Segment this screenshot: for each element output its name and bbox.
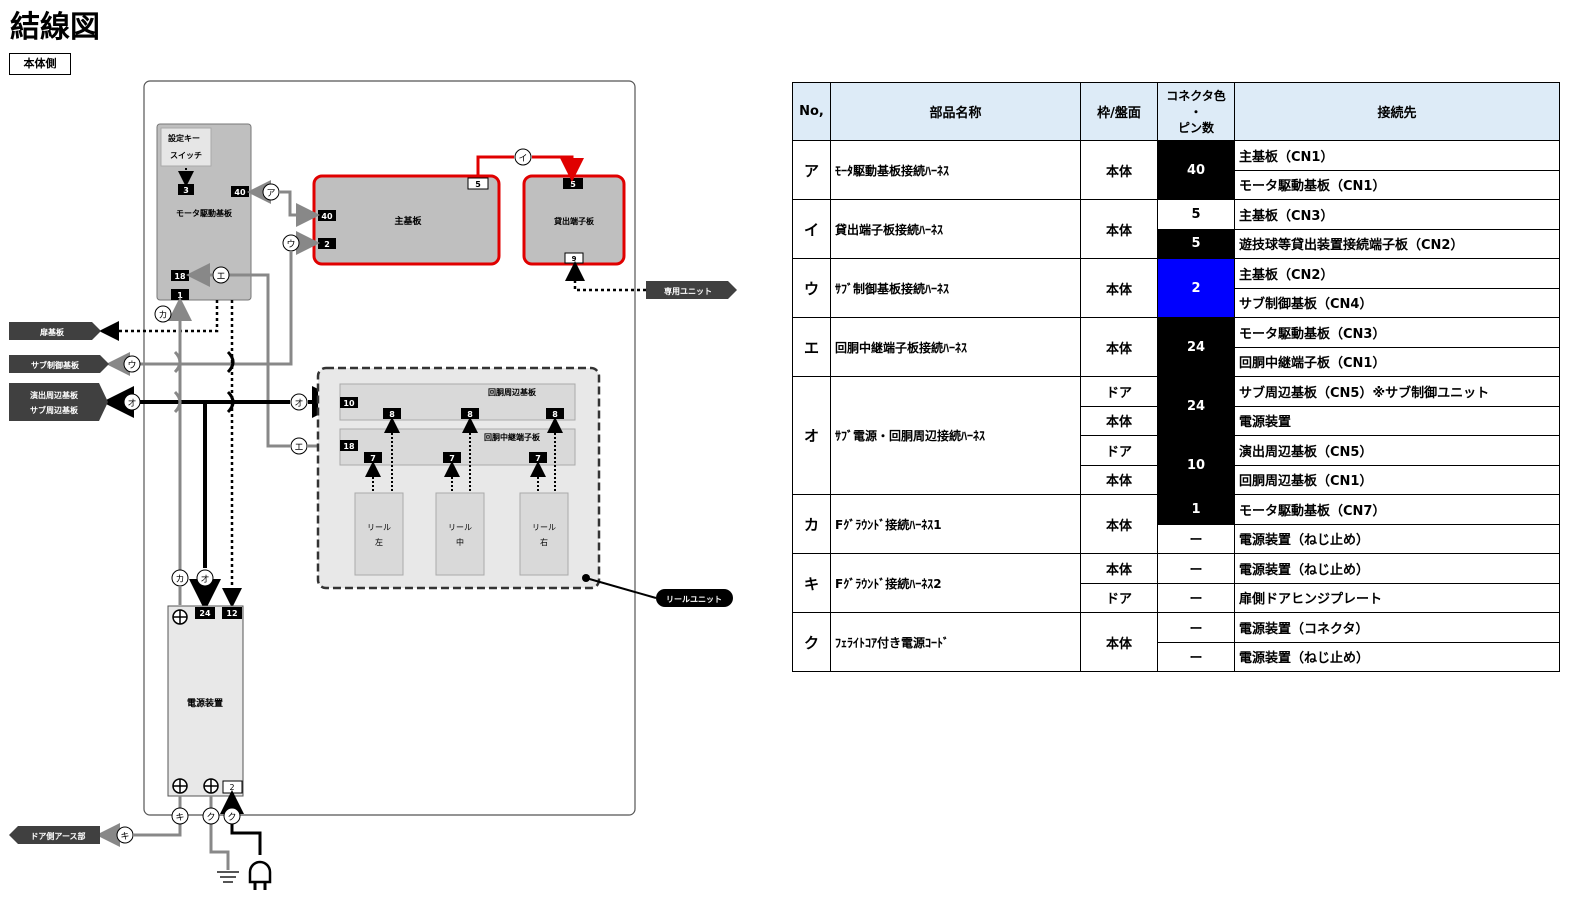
marker-ki: キ bbox=[175, 813, 184, 823]
pin-power-2: 2 bbox=[229, 783, 234, 792]
reel-left bbox=[354, 492, 404, 576]
svg-text:扉基板: 扉基板 bbox=[39, 327, 65, 337]
table-row: ドア ー 扉側ドアヒンジプレート bbox=[793, 582, 1560, 613]
header-pin: コネクタ色・ピン数 bbox=[1157, 82, 1235, 141]
header-frame: 枠/盤面 bbox=[1080, 82, 1158, 141]
tag-effect-sub-periph: 演出周辺基板 サブ周辺基板 bbox=[9, 383, 108, 421]
table-row: カ Fｸﾞﾗｳﾝﾄﾞ接続ﾊｰﾈｽ1 本体 1 モータ駆動基板（CN7） bbox=[792, 494, 1560, 554]
power-unit bbox=[167, 605, 244, 797]
reel-periph-label: 回胴周辺基板 bbox=[488, 387, 537, 397]
marker-o-3: オ bbox=[200, 574, 209, 585]
pin-power-12: 12 bbox=[226, 609, 237, 618]
table-row: キ Fｸﾞﾗｳﾝﾄﾞ接続ﾊｰﾈｽ2 本体 ー 電源装置（ねじ止め） bbox=[792, 553, 1560, 613]
table-row: ク ﾌｪﾗｲﾄｺｱ付き電源ｺｰﾄﾞ 本体 ー 電源装置（コネクタ） bbox=[792, 612, 1560, 672]
pin-relay-7b: 7 bbox=[449, 454, 455, 463]
marker-a: ア bbox=[266, 189, 275, 199]
marker-o-2: オ bbox=[294, 398, 303, 409]
pin-motor-40: 40 bbox=[234, 188, 246, 197]
lending-board-label: 貸出端子板 bbox=[553, 216, 595, 226]
pin-periph-10: 10 bbox=[343, 399, 355, 408]
page-title: 結線図 bbox=[10, 10, 100, 45]
reel-center bbox=[435, 492, 485, 576]
side-label: 本体側 bbox=[9, 53, 71, 75]
marker-u-2: ウ bbox=[127, 360, 136, 371]
table-row: エ 回胴中継端子板接続ﾊｰﾈｽ 本体 24 モータ駆動基板（CN3） bbox=[792, 317, 1560, 377]
parts-table: No, 部品名称 枠/盤面 コネクタ色・ピン数 接続先 ア ﾓｰﾀ駆動基板接続ﾊ… bbox=[792, 82, 1560, 672]
table-row: オ ｻﾌﾞ電源・回胴周辺接続ﾊｰﾈｽ ドア 24 サブ周辺基板（CN5）※サブ制… bbox=[792, 376, 1560, 495]
svg-text:専用ユニット: 専用ユニット bbox=[664, 286, 712, 296]
pin-lend-5: 5 bbox=[570, 180, 576, 189]
marker-ku-2: ク bbox=[227, 812, 236, 823]
screw-terminal-right-icon bbox=[203, 778, 219, 794]
svg-text:演出周辺基板: 演出周辺基板 bbox=[30, 390, 79, 400]
wiring-diagram: 設定キー スイッチ 3 40 モータ駆動基板 18 1 主基板 40 2 5 貸… bbox=[9, 80, 737, 890]
reel-relay-label: 回胴中継端子板 bbox=[484, 432, 541, 442]
reel-center-label-1: リール bbox=[448, 523, 472, 532]
pin-main-5: 5 bbox=[475, 180, 481, 189]
motor-board bbox=[156, 123, 252, 301]
screw-terminal-left-icon bbox=[172, 778, 188, 794]
setting-key-label-1: 設定キー bbox=[168, 133, 200, 143]
table-row: ドア 10 演出周辺基板（CN5） bbox=[793, 435, 1560, 495]
power-unit-label: 電源装置 bbox=[187, 697, 223, 709]
marker-ka-2: カ bbox=[175, 574, 184, 585]
pin-periph-8c: 8 bbox=[552, 410, 558, 419]
table-row: ー 電源装置（ねじ止め） bbox=[793, 523, 1560, 554]
ground-icon bbox=[217, 871, 239, 883]
reel-right bbox=[519, 492, 569, 576]
pin-relay-7c: 7 bbox=[535, 454, 541, 463]
pin-motor-1: 1 bbox=[177, 291, 183, 300]
screw-terminal-top-icon bbox=[172, 609, 188, 625]
svg-text:リールユニット: リールユニット bbox=[666, 595, 722, 604]
main-board-label: 主基板 bbox=[394, 215, 422, 227]
marker-ki-2: キ bbox=[120, 832, 129, 842]
pin-periph-8b: 8 bbox=[467, 410, 473, 419]
table-row: ウ ｻﾌﾞ制御基板接続ﾊｰﾈｽ 本体 2 主基板（CN2） bbox=[792, 258, 1560, 318]
setting-key-label-2: スイッチ bbox=[170, 151, 202, 160]
motor-board-label: モータ駆動基板 bbox=[176, 208, 233, 218]
marker-e-2: エ bbox=[294, 443, 303, 453]
reel-right-label-2: 右 bbox=[540, 537, 548, 547]
pin-periph-8a: 8 bbox=[389, 410, 395, 419]
table-row: 5 遊技球等貸出装置接続端子板（CN2） bbox=[793, 228, 1560, 259]
pin-power-24: 24 bbox=[199, 609, 211, 618]
pin-lend-9: 9 bbox=[572, 255, 577, 263]
pin-relay-7a: 7 bbox=[370, 454, 376, 463]
marker-e: エ bbox=[216, 272, 225, 282]
svg-text:ドア側アース部: ドア側アース部 bbox=[30, 831, 85, 841]
pin-relay-18: 18 bbox=[343, 442, 355, 451]
table-row: ア ﾓｰﾀ駆動基板接続ﾊｰﾈｽ 本体 40 主基板（CN1） bbox=[792, 140, 1560, 200]
pin-main-2: 2 bbox=[324, 240, 330, 249]
power-plug-icon bbox=[248, 860, 272, 890]
pin-main-40: 40 bbox=[321, 212, 333, 221]
table-row: ー 電源装置（ねじ止め） bbox=[793, 641, 1560, 672]
header-dest: 接続先 bbox=[1234, 82, 1560, 141]
reel-left-label-2: 左 bbox=[375, 537, 383, 547]
marker-u: ウ bbox=[286, 239, 295, 250]
tag-sub-control: サブ制御基板 bbox=[9, 355, 109, 373]
tag-dedicated-unit: 専用ユニット bbox=[646, 281, 737, 299]
pin-motor-3: 3 bbox=[183, 186, 189, 195]
marker-ka: カ bbox=[158, 310, 167, 321]
reel-periph-board bbox=[339, 383, 576, 421]
reel-right-label-1: リール bbox=[532, 523, 556, 532]
pin-motor-18: 18 bbox=[174, 272, 186, 281]
svg-text:サブ周辺基板: サブ周辺基板 bbox=[30, 405, 79, 415]
reel-center-label-2: 中 bbox=[456, 537, 464, 547]
reel-left-label-1: リール bbox=[367, 523, 391, 532]
header-name: 部品名称 bbox=[830, 82, 1081, 141]
marker-o: オ bbox=[127, 398, 136, 409]
table-row: イ 貸出端子板接続ﾊｰﾈｽ 本体 5 主基板（CN3） bbox=[792, 199, 1560, 259]
tag-door-board: 扉基板 bbox=[9, 322, 101, 340]
table-header: No, 部品名称 枠/盤面 コネクタ色・ピン数 接続先 bbox=[792, 82, 1560, 141]
tag-door-earth: ドア側アース部 bbox=[9, 826, 100, 844]
marker-i: イ bbox=[518, 154, 527, 164]
marker-ku: ク bbox=[206, 812, 215, 823]
svg-text:サブ制御基板: サブ制御基板 bbox=[31, 360, 80, 370]
tag-reel-unit: リールユニット bbox=[656, 589, 733, 607]
header-no: No, bbox=[792, 82, 831, 141]
